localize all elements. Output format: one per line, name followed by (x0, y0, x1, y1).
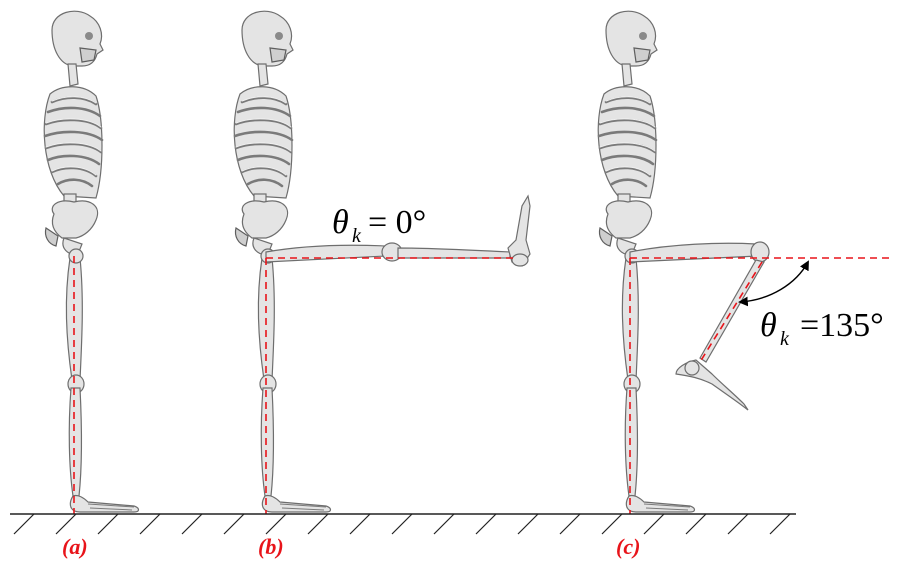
hatch-mark (307, 513, 329, 535)
equation-c: θ k =135° (760, 307, 884, 350)
equation-rhs-c: =135° (800, 307, 884, 344)
hatch-mark (601, 513, 623, 535)
hatch-mark (265, 513, 287, 535)
theta-subscript-b: k (352, 225, 362, 247)
skeleton-c (596, 9, 770, 513)
hatch-mark (223, 513, 245, 535)
ground (10, 513, 796, 535)
hatch-mark (55, 513, 77, 535)
caption-a: (a) (62, 534, 88, 559)
ground-hatching (13, 513, 791, 535)
hatch-mark (433, 513, 455, 535)
reference-lines-c (629, 257, 892, 514)
reference-lines-b (265, 257, 518, 514)
hatch-mark (349, 513, 371, 535)
equation-b: θ k = 0° (332, 204, 426, 247)
hatch-mark (181, 513, 203, 535)
flexed-leg-c (629, 241, 770, 411)
hatch-mark (643, 513, 665, 535)
hatch-mark (97, 513, 119, 535)
hatch-mark (391, 513, 413, 535)
hatch-mark (559, 513, 581, 535)
hatch-mark (475, 513, 497, 535)
angle-arc-c (738, 260, 809, 307)
hatch-mark (685, 513, 707, 535)
caption-b: (b) (258, 534, 284, 559)
skeleton-a (42, 9, 140, 513)
hatch-mark (139, 513, 161, 535)
theta-symbol-c: θ (760, 307, 777, 344)
caption-c: (c) (616, 534, 640, 559)
hatch-mark (517, 513, 539, 535)
hatch-mark (769, 513, 791, 535)
equation-rhs-b: = 0° (368, 204, 426, 241)
hatch-mark (13, 513, 35, 535)
extended-leg-b (265, 194, 531, 267)
skeleton-b (232, 9, 531, 513)
theta-symbol-b: θ (332, 204, 349, 241)
theta-subscript-c: k (780, 328, 790, 350)
hatch-mark (727, 513, 749, 535)
